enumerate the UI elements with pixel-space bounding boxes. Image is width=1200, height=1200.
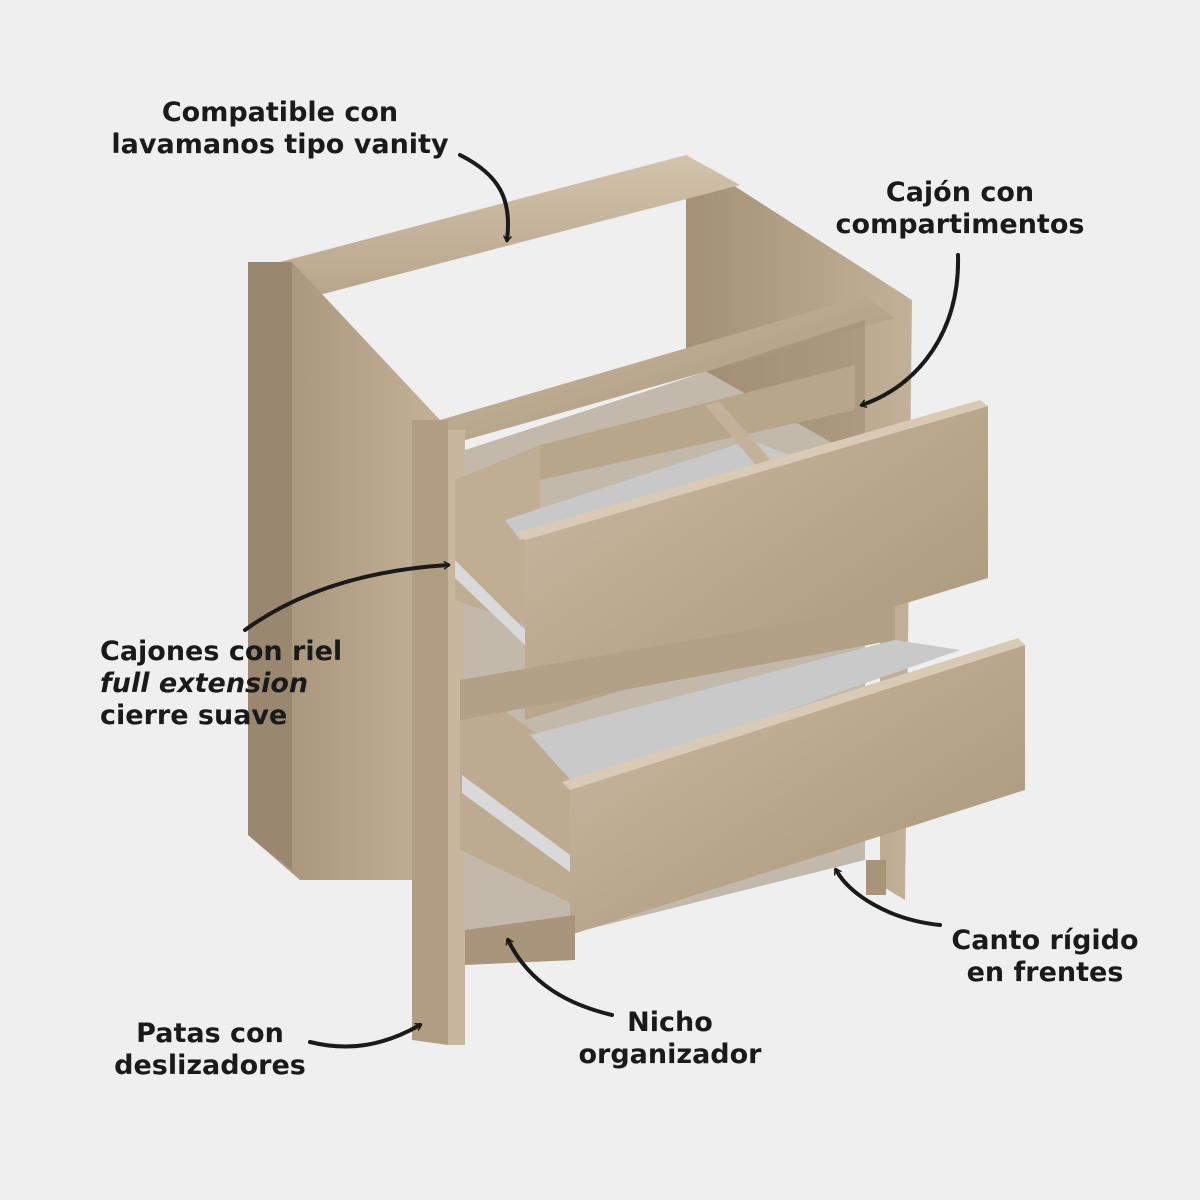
label-drawer-compartments-line2: compartimentos (835, 209, 1085, 240)
label-niche-line1: Nicho (627, 1007, 713, 1038)
lower-drawer (460, 605, 1025, 935)
arrow-vanity (458, 153, 512, 243)
left-panel-edge (248, 262, 292, 870)
label-vanity-line1: Compatible con (161, 97, 399, 128)
arrow-drawer-compartments (859, 253, 961, 408)
upper-drawer (455, 365, 988, 720)
rear-top-rail (280, 155, 740, 300)
label-rails: Cajones con riel full extension cierre s… (100, 636, 350, 732)
label-rigid-edge: Canto rígido en frentes (940, 925, 1150, 989)
label-vanity-line2: lavamanos tipo vanity (111, 129, 449, 160)
label-niche: Nicho organizador (570, 1007, 770, 1071)
lower-drawer-front (570, 645, 1025, 935)
front-left-leg (412, 420, 448, 1045)
upper-drawer-divider (705, 402, 775, 470)
label-rails-line1: Cajones con riel (100, 636, 343, 667)
upper-drawer-rail (455, 560, 525, 645)
upper-drawer-front-edge (515, 400, 988, 540)
label-legs: Patas con deslizadores (105, 1018, 315, 1082)
label-legs-line1: Patas con (136, 1018, 284, 1049)
label-niche-line2: organizador (578, 1039, 762, 1070)
arrow-legs (308, 1022, 423, 1049)
lower-drawer-inner-back (460, 605, 895, 720)
lower-drawer-bottom (530, 640, 960, 785)
label-vanity-compatible: Compatible con lavamanos tipo vanity (110, 97, 450, 161)
niche-floor (465, 915, 575, 965)
lower-drawer-rail (462, 775, 570, 872)
label-rails-line2: full extension (100, 668, 309, 699)
upper-drawer-bottom (505, 440, 790, 540)
upper-drawer-front (525, 406, 988, 720)
lower-drawer-front-edge (562, 638, 1025, 790)
label-edge-line2: en frentes (966, 957, 1124, 988)
label-edge-line1: Canto rígido (951, 925, 1139, 956)
front-top-rail (440, 296, 895, 445)
label-legs-line2: deslizadores (114, 1050, 306, 1081)
label-drawer-compartments: Cajón con compartimentos (830, 177, 1090, 241)
arrow-edge (833, 867, 942, 927)
arrow-niche (505, 937, 614, 1017)
upper-drawer-inner-back (540, 365, 855, 480)
label-drawer-compartments-line1: Cajón con (885, 177, 1035, 208)
left-side-panel (248, 262, 440, 1040)
rear-right-leg (866, 860, 886, 895)
label-rails-line3: cierre suave (100, 700, 288, 731)
callout-arrows (243, 153, 961, 1049)
arrow-rails (243, 560, 451, 632)
